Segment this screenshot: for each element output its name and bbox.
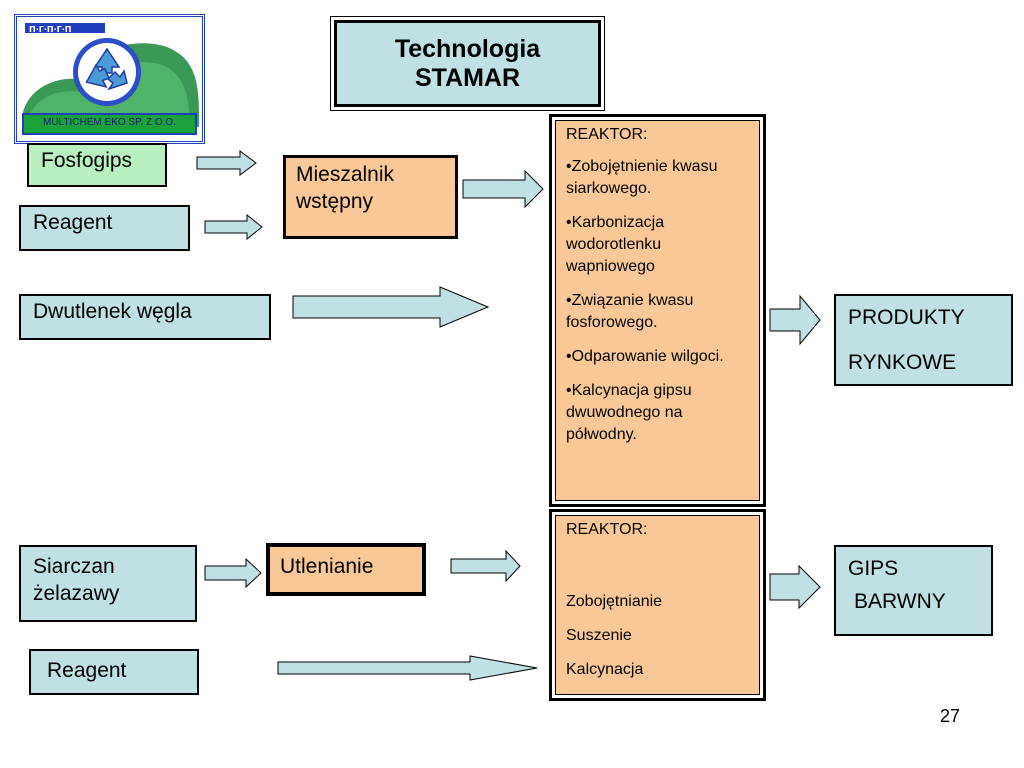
products-line-1: PRODUKTY <box>848 306 965 329</box>
title-line-1: Technologia <box>394 34 541 63</box>
input-siarczan-line-2: żelazawy <box>33 582 120 605</box>
gypsum-box: GIPS BARWNY <box>834 545 993 636</box>
arrow-oxidation-to-reactor <box>450 549 521 583</box>
products-line-2: RYNKOWE <box>848 351 957 374</box>
arrow-co2-to-reactor <box>292 286 490 328</box>
reactor-2-item: Zobojętnianie <box>566 593 663 610</box>
mixer-line-1: Mieszalnik <box>296 163 395 186</box>
gypsum-line-2: BARWNY <box>854 590 946 613</box>
recycle-icon <box>85 47 128 91</box>
arrow-mixer-to-reactor <box>462 169 544 209</box>
reactor-1-item: •Związanie kwasu fosforowego. <box>566 292 694 331</box>
arrow-reactor-to-products <box>769 294 821 346</box>
input-siarczan-line-1: Siarczan <box>33 555 115 578</box>
input-reagent-bottom: Reagent <box>29 649 199 695</box>
input-reagent-bottom-label: Reagent <box>47 659 127 682</box>
input-co2-label: Dwutlenek węgla <box>33 300 192 323</box>
arrow-siarczan-to-oxidation <box>204 557 262 589</box>
input-fosfogips-label: Fosfogips <box>41 149 133 172</box>
input-co2: Dwutlenek węgla <box>19 294 271 340</box>
reactor-1-item: •Kalcynacja gipsu dwuwodnego na półwodny… <box>566 382 692 443</box>
input-siarczan: Siarczan żelazawy <box>19 545 197 622</box>
reactor-2-item: Suszenie <box>566 627 632 644</box>
mixer-box: Mieszalnik wstępny <box>283 155 458 239</box>
arrow-reactor-to-gypsum <box>769 564 821 610</box>
reactor-1-box: REAKTOR: •Zobojętnienie kwasu siarkowego… <box>549 114 766 507</box>
mixer-line-2: wstępny <box>296 190 374 213</box>
input-reagent-top: Reagent <box>19 205 190 251</box>
products-box: PRODUKTY RYNKOWE <box>834 294 1013 386</box>
title-box: Technologia STAMAR <box>330 16 605 111</box>
reactor-2-item: Kalcynacja <box>566 661 644 678</box>
oxidation-box: Utlenianie <box>266 543 426 596</box>
reactor-1-item: •Karbonizacja wodorotlenku wapniowego <box>566 214 665 275</box>
arrow-fosfogips-to-mixer <box>196 150 257 176</box>
logo-graphic: Π·Γ·Π·Γ·Π <box>22 23 199 127</box>
arrow-reagent-to-mixer <box>204 213 263 241</box>
reactor-1-item: •Odparowanie wilgoci. <box>566 348 724 365</box>
arrow-reagent-to-reactor <box>277 655 538 681</box>
input-fosfogips: Fosfogips <box>27 143 167 187</box>
company-logo: Π·Γ·Π·Γ·Π MULTICHEM EKO SP. Z O.O. <box>14 14 205 144</box>
oxidation-label: Utlenianie <box>280 555 374 578</box>
svg-text:Π·Γ·Π·Γ·Π: Π·Γ·Π·Γ·Π <box>29 25 71 34</box>
logo-caption: MULTICHEM EKO SP. Z O.O. <box>22 113 197 135</box>
reactor-1-item: •Zobojętnienie kwasu siarkowego. <box>566 158 718 197</box>
reactor-2-heading: REAKTOR: <box>566 521 648 538</box>
reactor-1-heading: REAKTOR: <box>566 126 648 143</box>
title-line-2: STAMAR <box>414 63 521 92</box>
gypsum-line-1: GIPS <box>848 557 899 580</box>
input-reagent-top-label: Reagent <box>33 211 113 234</box>
page-number: 27 <box>939 706 961 726</box>
reactor-2-box: REAKTOR: Zobojętnianie Suszenie Kalcynac… <box>549 509 766 701</box>
